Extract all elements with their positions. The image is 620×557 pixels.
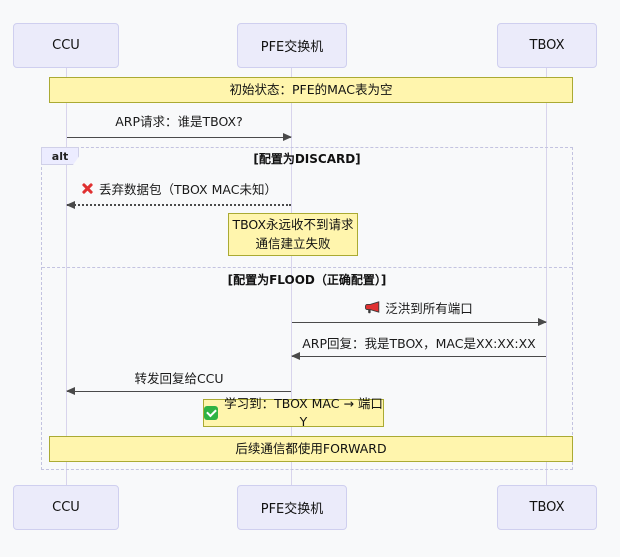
arrow-forward-reply xyxy=(66,387,291,395)
arrow-flood xyxy=(292,318,547,326)
message-flood-text: 泛洪到所有端口 xyxy=(385,301,473,316)
actor-ccu-top: CCU xyxy=(13,23,119,68)
message-arp-reply-text: ARP回复：我是TBOX，MAC是XX:XX:XX xyxy=(302,336,536,351)
note-conclusion: 后续通信都使用FORWARD xyxy=(49,436,573,462)
note-tbox-fail-line1: TBOX永远收不到请求 xyxy=(232,217,354,233)
note-tbox-fail: TBOX永远收不到请求 通信建立失败 xyxy=(228,213,358,256)
note-initial-state: 初始状态：PFE的MAC表为空 xyxy=(49,77,573,103)
arrowhead-right-icon xyxy=(283,133,292,141)
message-flood-label: 泛洪到所有端口 xyxy=(292,299,546,316)
actor-pfe-bottom: PFE交换机 xyxy=(237,485,347,530)
actor-pfe-top: PFE交换机 xyxy=(237,23,347,68)
message-arp-request-text: ARP请求：谁是TBOX? xyxy=(115,114,243,129)
note-learned-text: 学习到：TBOX MAC → 端口Y xyxy=(224,395,383,429)
check-mark-icon xyxy=(204,406,218,420)
message-arp-request-label: ARP请求：谁是TBOX? xyxy=(67,112,291,129)
actor-tbox-bottom: TBOX xyxy=(497,485,597,530)
loudspeaker-icon xyxy=(365,301,380,314)
actor-tbox-label: TBOX xyxy=(529,38,565,53)
actor-tbox-label: TBOX xyxy=(529,500,565,515)
lifeline-tbox xyxy=(546,68,547,485)
condition-discard: [配置为DISCARD] xyxy=(253,152,361,166)
alt-frame-label: alt xyxy=(41,147,79,165)
message-forward-text: 转发回复给CCU xyxy=(134,371,224,386)
arrowhead-left-icon xyxy=(66,387,75,395)
arrowhead-right-icon xyxy=(538,318,547,326)
actor-ccu-label: CCU xyxy=(52,38,80,53)
message-drop-label: 丢弃数据包（TBOX MAC未知） xyxy=(67,180,291,197)
arrowhead-left-icon xyxy=(66,201,75,209)
actor-ccu-label: CCU xyxy=(52,500,80,515)
arrow-arp-request xyxy=(67,133,292,141)
lifeline-pfe xyxy=(291,68,292,485)
note-learned: 学习到：TBOX MAC → 端口Y xyxy=(203,396,384,429)
note-tbox-fail-line2: 通信建立失败 xyxy=(255,235,331,251)
message-forward-label: 转发回复给CCU xyxy=(67,369,291,386)
cross-mark-icon xyxy=(81,182,94,195)
actor-ccu-bottom: CCU xyxy=(13,485,119,530)
actor-pfe-label: PFE交换机 xyxy=(260,40,324,55)
lifeline-ccu xyxy=(66,68,67,485)
note-conclusion-text: 后续通信都使用FORWARD xyxy=(235,440,387,456)
actor-tbox-top: TBOX xyxy=(497,23,597,68)
alt-frame: alt [配置为DISCARD] [配置为FLOOD（正确配置）] xyxy=(41,147,573,470)
arrow-arp-reply xyxy=(291,352,546,360)
arrowhead-left-icon xyxy=(291,352,300,360)
actor-pfe-label: PFE交换机 xyxy=(260,502,324,517)
message-drop-text: 丢弃数据包（TBOX MAC未知） xyxy=(99,182,277,197)
note-initial-text: 初始状态：PFE的MAC表为空 xyxy=(229,81,393,97)
condition-flood: [配置为FLOOD（正确配置）] xyxy=(227,273,387,287)
alt-divider xyxy=(42,267,572,268)
arrow-drop-reply xyxy=(66,201,291,209)
message-arp-reply-label: ARP回复：我是TBOX，MAC是XX:XX:XX xyxy=(292,334,546,351)
